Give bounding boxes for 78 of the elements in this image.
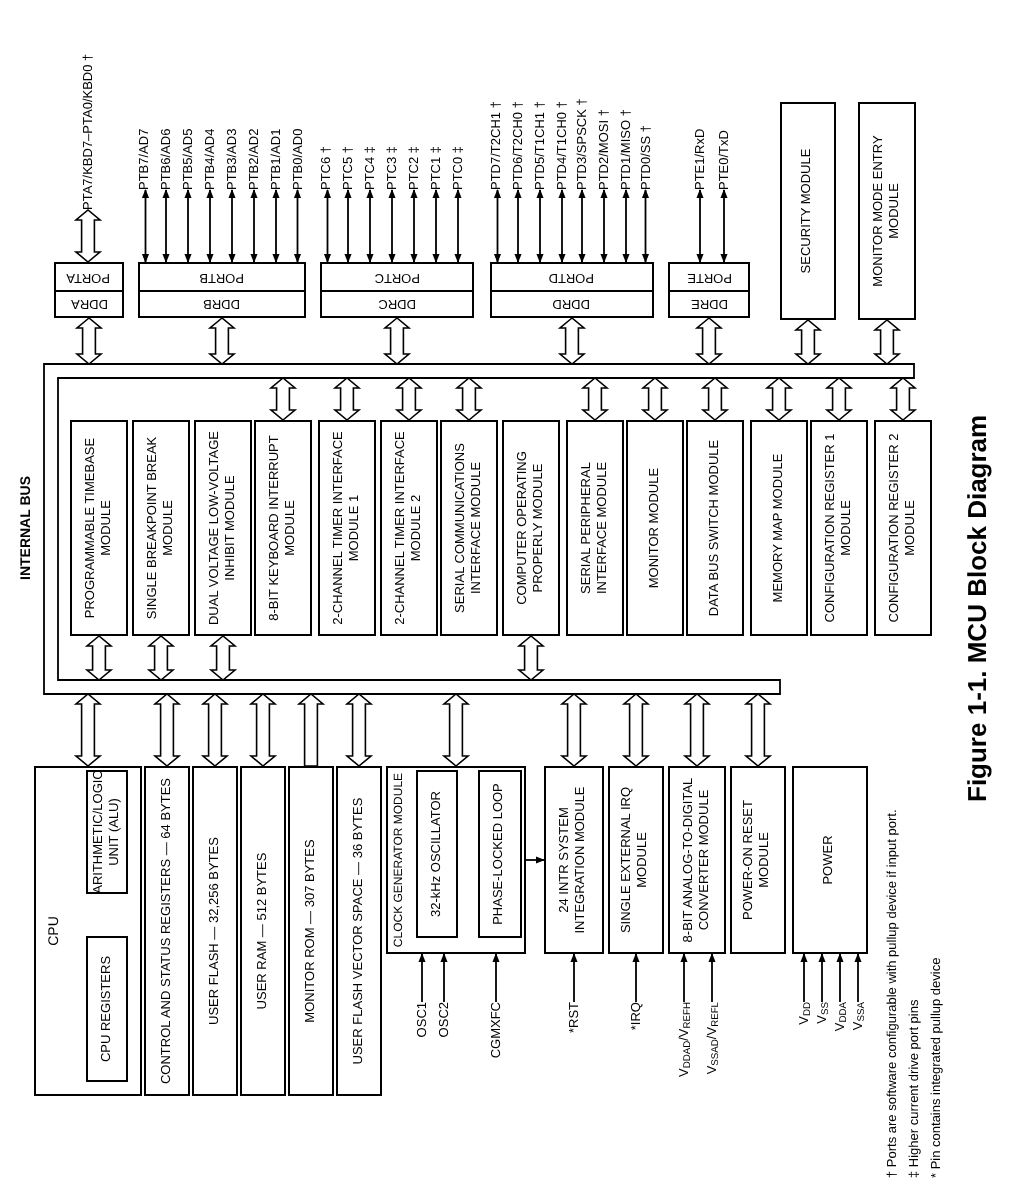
signal-arrow <box>344 189 352 263</box>
bus-arrow <box>344 692 374 768</box>
bus-arrow <box>441 692 471 768</box>
signal-arrow <box>720 189 728 263</box>
bus-arrow <box>248 692 278 768</box>
port-register <box>138 262 306 318</box>
signal-arrow <box>680 953 688 1003</box>
bus-arrow <box>516 634 546 682</box>
signal-arrow <box>440 953 448 1003</box>
signal-arrow <box>162 189 170 263</box>
bus-arrow <box>268 376 298 422</box>
bus-arrow <box>824 376 854 422</box>
signal-arrow <box>323 189 332 263</box>
bus-arrow <box>152 692 182 768</box>
module-block <box>386 766 526 954</box>
bus-arrow <box>73 692 103 768</box>
port-register <box>320 262 474 318</box>
bus-arrow <box>872 318 902 366</box>
bus-arrow <box>700 376 730 422</box>
bus-arrow <box>207 316 237 366</box>
bus-arrow <box>200 692 230 768</box>
signal-arrow <box>432 189 440 263</box>
bus-arrow <box>394 376 424 422</box>
signal-arrow <box>800 953 808 1003</box>
bus-arrow <box>793 318 823 366</box>
signal-arrow <box>388 189 396 263</box>
bus-arrow <box>888 376 918 422</box>
signal-arrow <box>418 953 426 1003</box>
figure-caption: Figure 1-1. MCU Block Diagram <box>962 414 994 802</box>
bus-arrow <box>454 376 484 422</box>
signal-arrow <box>141 189 150 263</box>
signal-arrow <box>366 189 374 263</box>
signal-arrow <box>708 953 716 1003</box>
signal-arrow <box>454 189 462 263</box>
signal-arrow <box>632 953 640 1003</box>
bus-arrow <box>764 376 794 422</box>
signal-arrow <box>570 953 578 1003</box>
bus-arrow <box>621 692 651 768</box>
port-register <box>54 262 124 318</box>
port-register <box>668 262 750 318</box>
port-register <box>490 262 654 318</box>
bus-arrow <box>640 376 670 422</box>
bus-arrow <box>557 316 587 366</box>
signal-arrow <box>410 189 418 263</box>
signal-arrow <box>836 953 844 1003</box>
bus-arrow <box>559 692 589 768</box>
signal-arrow <box>641 189 650 263</box>
signal-arrow <box>514 189 522 263</box>
module-block <box>34 766 142 1096</box>
signal-arrow <box>536 189 544 263</box>
signal-arrow <box>250 189 258 263</box>
signal-arrow <box>184 189 192 263</box>
signal-arrow <box>696 189 704 263</box>
signal-arrow <box>818 953 826 1003</box>
bus-arrow <box>580 376 610 422</box>
signal-arrow <box>600 189 608 263</box>
bus-arrow <box>146 634 176 682</box>
signal-arrow <box>206 189 214 263</box>
signal-arrow <box>558 189 566 263</box>
bus-arrow <box>682 692 712 768</box>
bus-arrow <box>382 316 412 366</box>
bus-arrow <box>332 376 362 422</box>
signal-arrow <box>492 953 500 1003</box>
signal-arrow <box>854 953 862 1003</box>
signal-arrow <box>228 189 236 263</box>
bus-arrow <box>296 692 326 767</box>
signal-arrow <box>272 189 280 263</box>
signal-arrow <box>293 189 302 263</box>
signal-arrow <box>493 189 502 263</box>
bus-arrow <box>74 316 104 366</box>
signal-arrow <box>525 856 545 864</box>
signal-arrow <box>622 189 630 263</box>
bus-arrow <box>73 208 103 264</box>
signal-arrow <box>578 189 586 263</box>
bus-arrow <box>743 692 773 768</box>
bus-arrow <box>84 634 114 682</box>
bus-arrow <box>208 634 238 682</box>
bus-arrow <box>694 316 724 366</box>
